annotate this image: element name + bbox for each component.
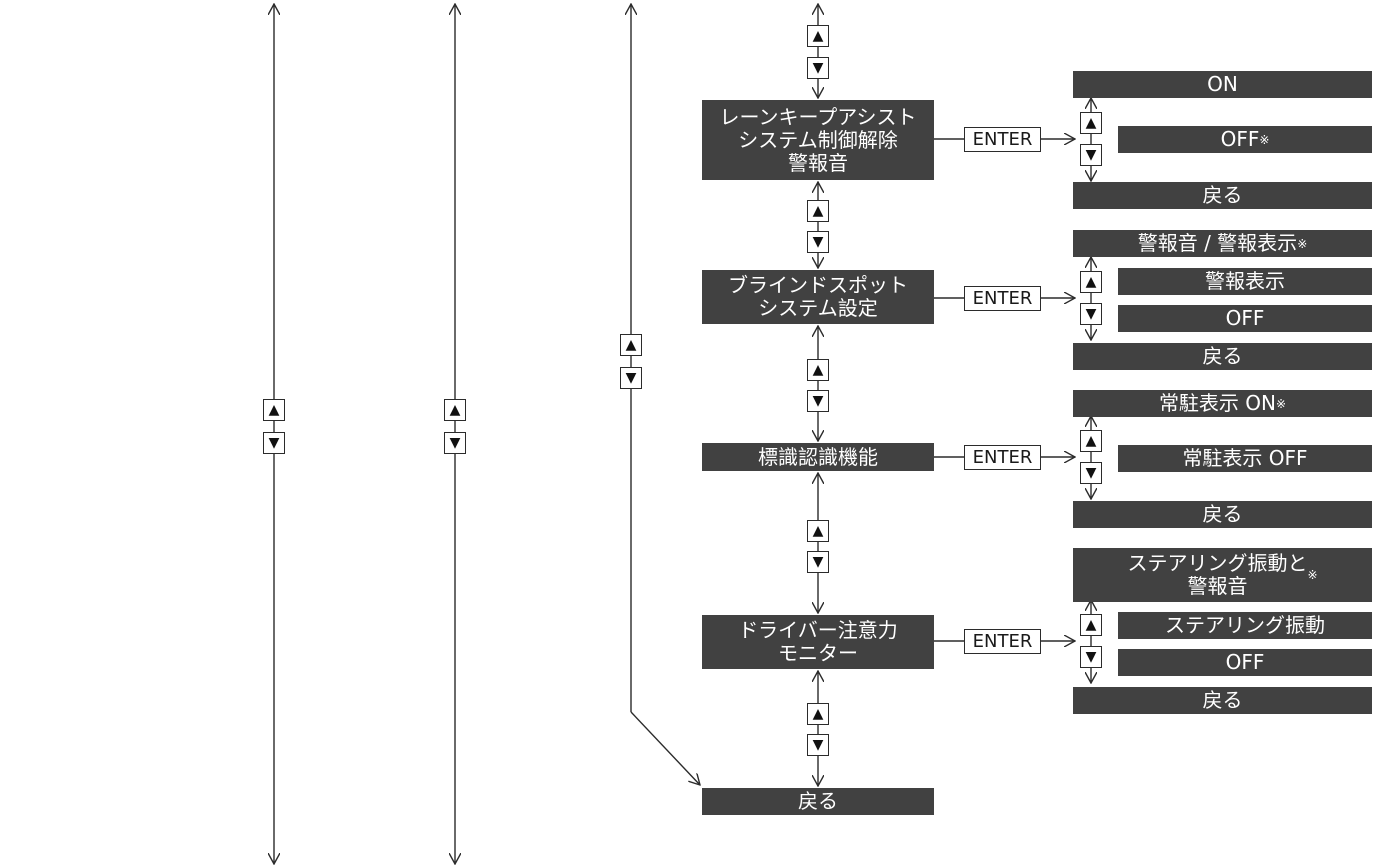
down-arrow-icon: ▼ [1080,303,1102,325]
option-back[interactable]: 戻る [1073,687,1372,714]
option-sound-and-display[interactable]: 警報音 / 警報表示※ [1073,230,1372,257]
option-display[interactable]: 警報表示 [1118,268,1372,295]
down-arrow-icon: ▼ [444,432,466,454]
enter-button[interactable]: ENTER [964,629,1041,654]
down-arrow-icon: ▼ [807,551,829,573]
up-arrow-icon: ▲ [263,399,285,421]
down-arrow-icon: ▼ [1080,144,1102,166]
up-arrow-icon: ▲ [807,25,829,47]
option-on[interactable]: ON [1073,71,1372,98]
option-off[interactable]: OFF [1118,305,1372,332]
down-arrow-icon: ▼ [263,432,285,454]
down-arrow-icon: ▼ [807,390,829,412]
option-off[interactable]: OFF※ [1118,126,1372,153]
up-arrow-icon: ▲ [1080,430,1102,452]
up-arrow-icon: ▲ [1080,112,1102,134]
up-arrow-icon: ▲ [620,334,642,356]
down-arrow-icon: ▼ [807,734,829,756]
up-arrow-icon: ▲ [444,399,466,421]
enter-button[interactable]: ENTER [964,445,1041,470]
option-steering-vibration[interactable]: ステアリング振動 [1118,612,1372,639]
up-arrow-icon: ▲ [807,359,829,381]
menu-back[interactable]: 戻る [702,788,934,815]
option-back[interactable]: 戻る [1073,182,1372,209]
up-arrow-icon: ▲ [807,703,829,725]
option-resident-display-off[interactable]: 常駐表示 OFF [1118,445,1372,472]
menu-item-sign-recognition[interactable]: 標識認識機能 [702,443,934,471]
up-arrow-icon: ▲ [807,520,829,542]
down-arrow-icon: ▼ [620,367,642,389]
up-arrow-icon: ▲ [1080,271,1102,293]
menu-item-driver-attention[interactable]: ドライバー注意力 モニター [702,615,934,669]
up-arrow-icon: ▲ [807,200,829,222]
down-arrow-icon: ▼ [1080,462,1102,484]
option-back[interactable]: 戻る [1073,343,1372,370]
diagonal-to-back [630,711,700,785]
enter-button[interactable]: ENTER [964,127,1041,152]
down-arrow-icon: ▼ [1080,646,1102,668]
up-arrow-icon: ▲ [1080,614,1102,636]
enter-button[interactable]: ENTER [964,286,1041,311]
option-steering-vibration-and-sound[interactable]: ステアリング振動と 警報音※ [1073,548,1372,602]
menu-item-lane-keep-assist[interactable]: レーンキープアシスト システム制御解除 警報音 [702,100,934,180]
option-back[interactable]: 戻る [1073,501,1372,528]
option-off[interactable]: OFF [1118,649,1372,676]
down-arrow-icon: ▼ [807,57,829,79]
menu-item-blind-spot[interactable]: ブラインドスポット システム設定 [702,270,934,324]
option-resident-display-on[interactable]: 常駐表示 ON※ [1073,390,1372,417]
down-arrow-icon: ▼ [807,231,829,253]
